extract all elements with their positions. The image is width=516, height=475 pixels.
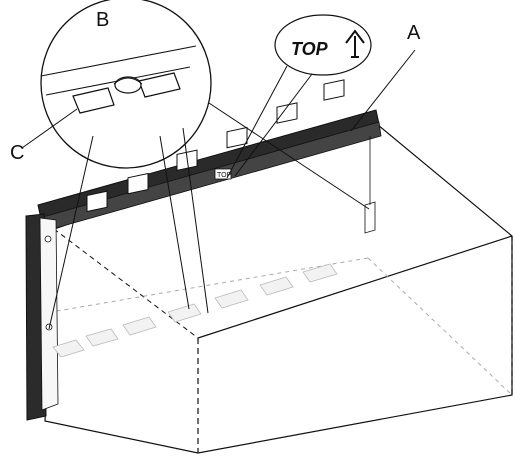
label-a: A <box>407 22 421 44</box>
label-c: C <box>10 142 24 164</box>
left-rail <box>26 214 58 420</box>
label-b: B <box>96 9 109 31</box>
top-label: TOP <box>291 39 329 59</box>
